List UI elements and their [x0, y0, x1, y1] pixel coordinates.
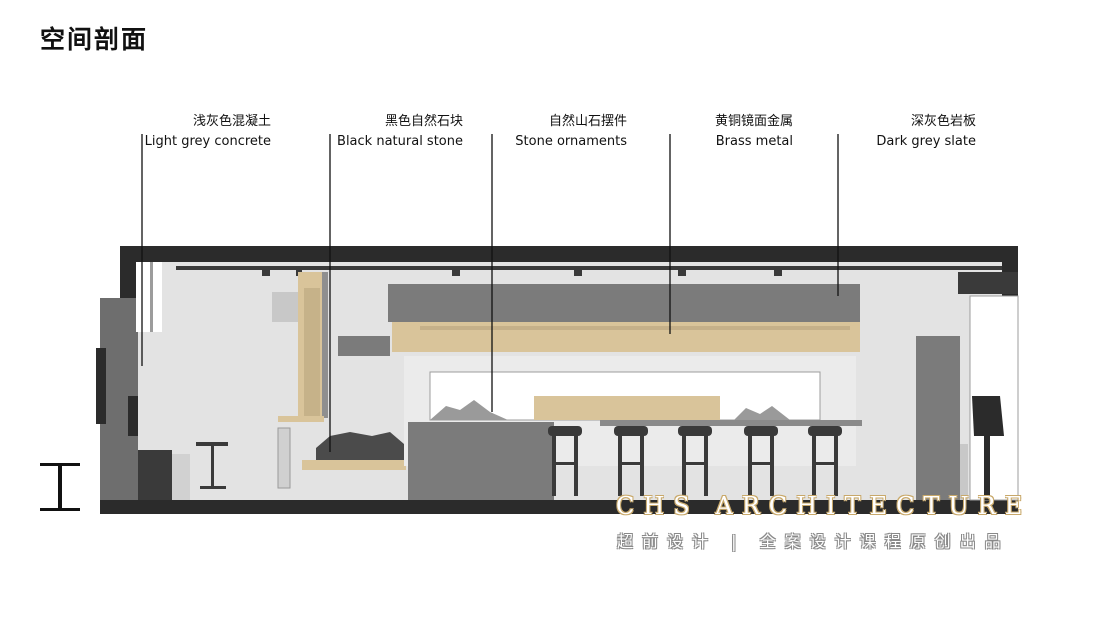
- right-chair: [972, 396, 1004, 436]
- brass-shelf: [534, 396, 720, 420]
- slate-counter: [408, 422, 554, 500]
- callout-en: Light grey concrete: [144, 134, 271, 149]
- callout-zh: 自然山石摆件: [548, 114, 627, 129]
- left-handle: [128, 396, 138, 436]
- callout-dark-grey-slate: 深灰色岩板 Dark grey slate: [876, 112, 976, 152]
- ceiling-track: [176, 266, 1002, 270]
- callout-zh: 黑色自然石块: [384, 114, 463, 129]
- stone-ornament-right: [734, 406, 790, 420]
- brass-bench: [302, 460, 406, 470]
- callout-zh: 浅灰色混凝土: [192, 114, 271, 129]
- bar-stools: [548, 426, 842, 496]
- callout-en: Black natural stone: [337, 134, 463, 149]
- left-door-frame: [96, 348, 106, 424]
- callout-zh: 深灰色岩板: [910, 114, 976, 129]
- callout-light-grey-concrete: 浅灰色混凝土 Light grey concrete: [145, 112, 271, 152]
- side-table: [196, 442, 228, 446]
- left-window: [136, 262, 162, 332]
- stone-ornament-left: [430, 400, 508, 420]
- callout-stone-ornaments: 自然山石摆件 Stone ornaments: [515, 112, 627, 152]
- callout-black-natural-stone: 黑色自然石块 Black natural stone: [337, 112, 463, 152]
- bar-counter-top: [600, 420, 862, 426]
- page-title: 空间剖面: [40, 25, 149, 54]
- callout-brass-metal: 黄铜镜面金属 Brass metal: [715, 112, 793, 152]
- callout-en: Brass metal: [715, 134, 793, 149]
- scale-figure-icon: [40, 463, 80, 511]
- slate-beam: [388, 284, 860, 322]
- leader-lines: [141, 134, 839, 452]
- callout-en: Dark grey slate: [876, 134, 976, 149]
- left-cabinet: [138, 450, 172, 500]
- watermark-slogan: 超前设计 | 全案设计课程原创出品: [617, 532, 1010, 551]
- right-door: [916, 336, 960, 500]
- callout-zh: 黄铜镜面金属: [714, 114, 793, 129]
- callout-en: Stone ornaments: [515, 134, 627, 149]
- watermark-brand: CHS ARCHITECTURE: [616, 492, 1032, 520]
- floor-slab: [100, 500, 1018, 514]
- black-stone: [316, 432, 404, 460]
